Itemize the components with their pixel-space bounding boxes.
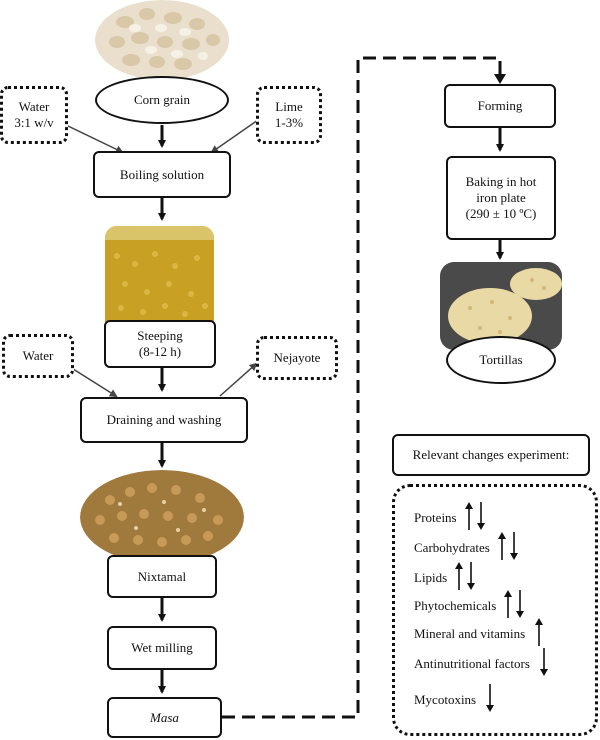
corn-grain-photo: [95, 0, 230, 80]
changes-title-box: Relevant changes experiment:: [392, 434, 590, 476]
wet-milling-node: Wet milling: [107, 626, 217, 670]
change-direction-icon: [464, 502, 485, 530]
nixtamal-node: Nixtamal: [107, 555, 217, 598]
water-ratio-node: Water 3:1 w/v: [0, 86, 68, 144]
water2-label: Water: [22, 348, 54, 363]
changes-panel: [392, 484, 598, 736]
boiling-solution-node: Boiling solution: [93, 151, 231, 198]
boiling-label: Boiling solution: [119, 166, 205, 182]
change-item-label: Proteins: [414, 510, 457, 525]
change-item-label: Antinutritional factors: [414, 656, 530, 671]
changes-title: Relevant changes experiment:: [412, 447, 570, 462]
baking-label-3: (290 ± 10 ºC): [465, 206, 537, 221]
baking-label-2: iron plate: [476, 190, 526, 205]
change-item-label: Lipids: [414, 570, 448, 585]
masa-node: Masa: [107, 697, 222, 738]
change-item: Lipids: [414, 570, 447, 586]
steeping-node: Steeping (8-12 h): [104, 320, 216, 368]
steeping-liquid-photo: [105, 226, 214, 322]
change-direction-icon: [539, 648, 548, 676]
draining-washing-node: Draining and washing: [80, 397, 248, 443]
baking-label-1: Baking in hot: [465, 174, 537, 189]
corn-grain-label: Corn grain: [134, 92, 190, 107]
change-item: Mineral and vitamins: [414, 626, 525, 642]
steeping-time-label: (8-12 h): [138, 344, 182, 359]
forming-node: Forming: [444, 84, 556, 128]
change-item: Antinutritional factors: [414, 656, 530, 672]
change-direction-icon: [455, 562, 476, 590]
change-direction-icon: [486, 684, 495, 712]
tortillas-label: Tortillas: [479, 352, 523, 367]
nixtamal-label: Nixtamal: [137, 568, 187, 584]
nejayote-node: Nejayote: [256, 336, 338, 380]
dashed-connector: [222, 56, 502, 719]
change-item: Carbohydrates: [414, 540, 490, 556]
lime-label: Lime: [275, 99, 303, 114]
change-item-label: Mycotoxins: [414, 692, 477, 707]
change-item: Mycotoxins: [414, 692, 476, 708]
forming-label: Forming: [477, 98, 523, 113]
steeping-label: Steeping: [137, 328, 183, 343]
tortillas-node: Tortillas: [446, 336, 556, 384]
lime-node: Lime 1-3%: [256, 86, 322, 144]
change-item: Phytochemicals: [414, 598, 496, 614]
change-direction-icon: [504, 590, 525, 618]
wet-milling-label: Wet milling: [131, 640, 193, 655]
masa-label: Masa: [150, 709, 179, 725]
change-direction-icon: [497, 532, 518, 560]
tortillas-photo: [440, 262, 562, 350]
nejayote-label: Nejayote: [273, 350, 321, 365]
corn-grain-node: Corn grain: [95, 76, 229, 124]
draining-label: Draining and washing: [106, 412, 222, 427]
change-item: Proteins: [414, 510, 457, 526]
water-node: Water: [2, 334, 74, 378]
change-direction-icon: [535, 618, 544, 646]
arrow-water-to-boiling: [67, 125, 124, 154]
change-item-label: Carbohydrates: [414, 540, 490, 555]
arrow-draining-to-nejayote: [219, 362, 258, 397]
change-item-label: Mineral and vitamins: [414, 626, 526, 641]
change-item-label: Phytochemicals: [414, 598, 497, 613]
nixtamal-photo: [80, 470, 244, 565]
water-ratio-label: 3:1 w/v: [14, 115, 54, 130]
water-label: Water: [18, 99, 50, 114]
arrow-lime-to-boiling: [210, 119, 259, 154]
arrow-into-forming: [494, 74, 506, 84]
lime-percent-label: 1-3%: [274, 115, 304, 130]
baking-node: Baking in hot iron plate (290 ± 10 ºC): [446, 156, 556, 240]
